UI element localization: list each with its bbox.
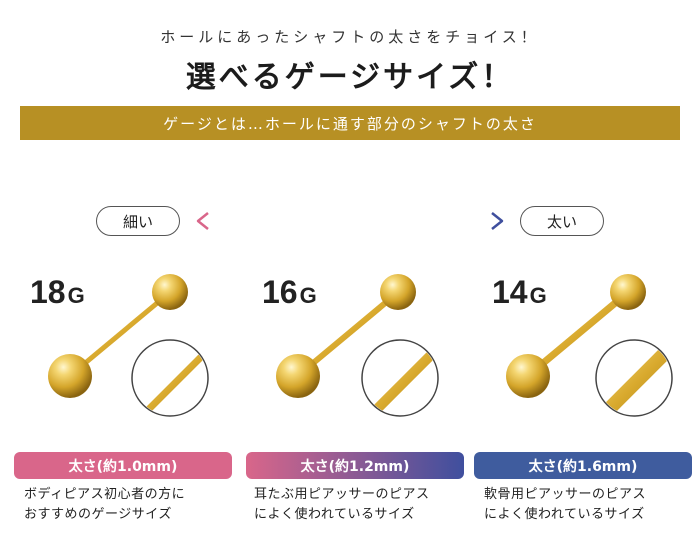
thin-label: 細い <box>122 212 153 231</box>
description-line-2: によく使われているサイズ <box>254 507 415 522</box>
gauge-label-14g: 14G <box>492 274 547 311</box>
gauge-label-16g: 16G <box>262 274 317 311</box>
gauge-number: 14 <box>492 274 528 310</box>
thickness-bar-14g: 太さ(約1.6mm) <box>474 452 692 479</box>
gauge-number: 18 <box>30 274 66 310</box>
gauge-unit: G <box>299 283 317 308</box>
zoom-circle-14g <box>595 339 673 417</box>
subtitle: ホールにあったシャフトの太さをチョイス！ <box>160 28 540 46</box>
barbell-14g-image <box>506 274 646 398</box>
thick-label-pill: 太い <box>520 206 604 236</box>
zoom-circle-16g <box>361 339 439 417</box>
description-line-2: によく使われているサイズ <box>484 507 645 522</box>
gauge-unit: G <box>67 283 85 308</box>
description-line-2: おすすめのゲージサイズ <box>24 507 172 522</box>
thickness-label: 太さ(約1.0mm) <box>68 458 178 475</box>
description-line-1: ボディピアス初心者の方に <box>24 487 186 502</box>
thin-label-pill: 細い <box>96 206 180 236</box>
description-line-1: 軟骨用ピアッサーのピアス <box>484 487 647 502</box>
barbell-18g-image <box>48 274 188 398</box>
gauge-label-18g: 18G <box>30 274 85 311</box>
description-18g: ボディピアス初心者の方に おすすめのゲージサイズ <box>24 485 254 525</box>
description-16g: 耳たぶ用ピアッサーのピアス によく使われているサイズ <box>254 485 484 525</box>
zoom-circle-18g <box>131 339 209 417</box>
description-14g: 軟骨用ピアッサーのピアス によく使われているサイズ <box>484 485 700 525</box>
banner: ゲージとは…ホールに通す部分のシャフトの太さ <box>20 106 680 140</box>
gauge-unit: G <box>529 283 547 308</box>
thick-label: 太い <box>546 212 577 231</box>
thickness-bar-18g: 太さ(約1.0mm) <box>14 452 232 479</box>
thickness-bar-16g: 太さ(約1.2mm) <box>246 452 464 479</box>
gauge-number: 16 <box>262 274 298 310</box>
barbell-16g-image <box>276 274 416 398</box>
banner-text: ゲージとは…ホールに通す部分のシャフトの太さ <box>163 114 537 133</box>
page-title: 選べるゲージサイズ！ <box>185 60 515 95</box>
thickness-label: 太さ(約1.6mm) <box>528 458 638 475</box>
thickness-label: 太さ(約1.2mm) <box>300 458 410 475</box>
description-line-1: 耳たぶ用ピアッサーのピアス <box>254 487 430 502</box>
double-arrow-icon <box>196 212 504 230</box>
